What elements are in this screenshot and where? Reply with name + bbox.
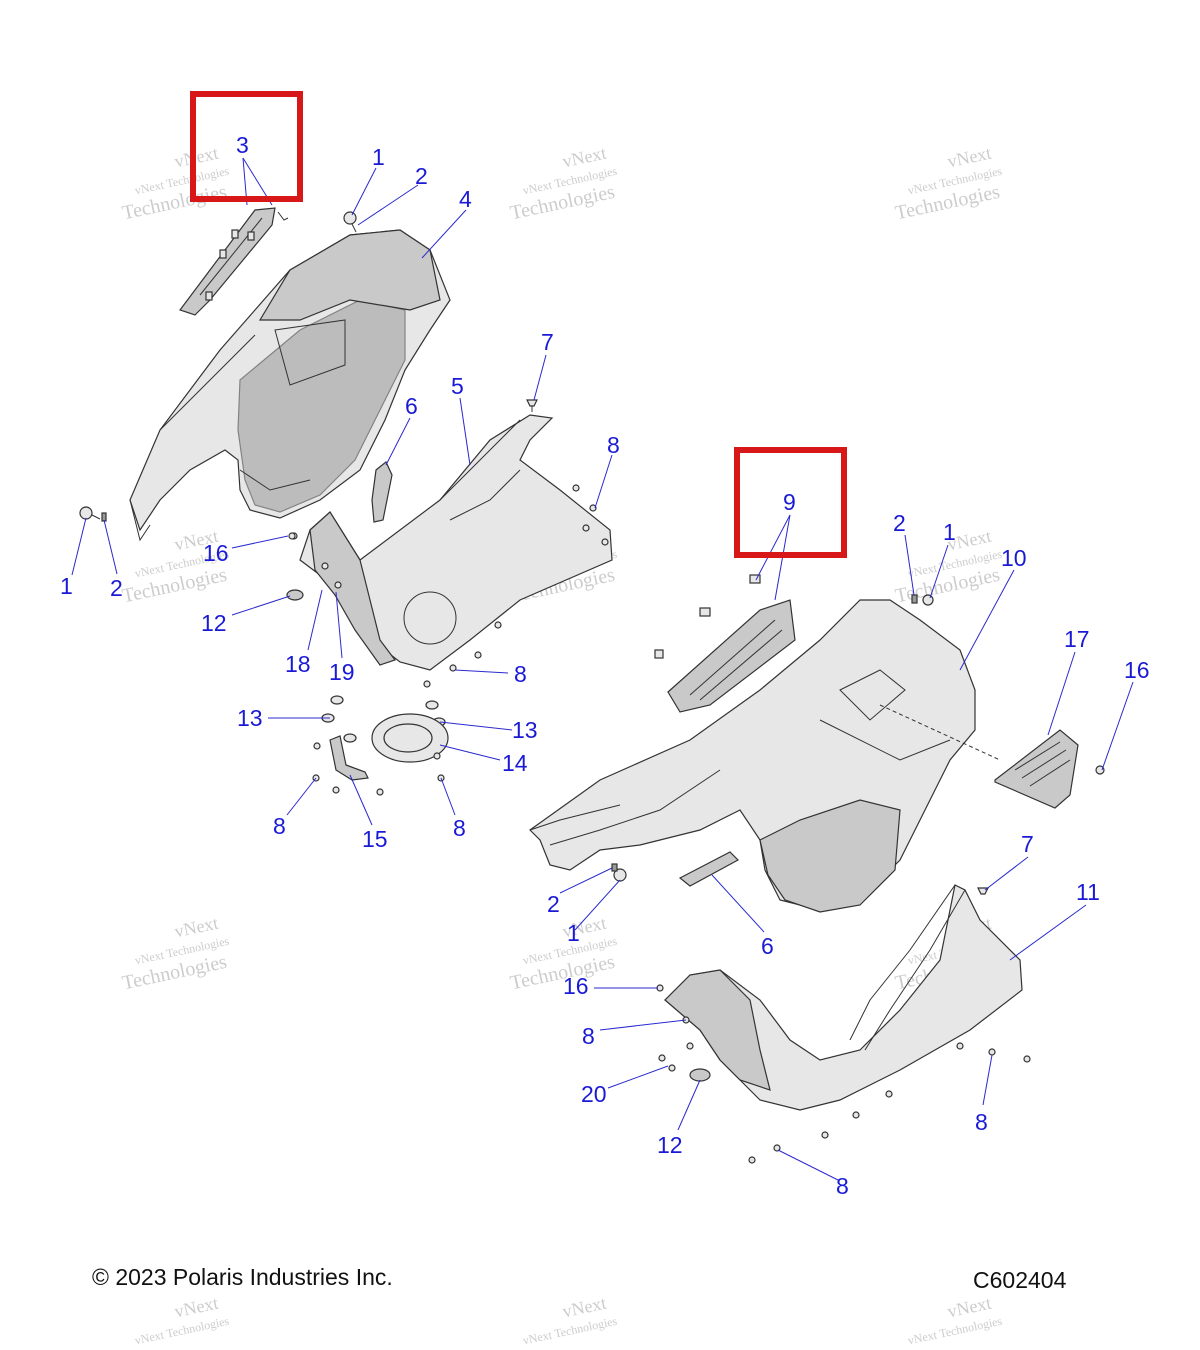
part-5-floor-panel[interactable] xyxy=(299,414,613,671)
right-assembly xyxy=(288,532,1105,1164)
callout[interactable]: 15 xyxy=(362,826,388,852)
part-6-strap[interactable] xyxy=(371,461,393,523)
callout[interactable]: 16 xyxy=(563,973,589,999)
part-15-bracket[interactable] xyxy=(329,735,369,781)
callout[interactable]: 5 xyxy=(451,373,464,399)
callout[interactable]: 2 xyxy=(893,510,906,536)
watermark: vNext vNext Technologies Technologies xyxy=(508,913,618,995)
callout[interactable]: 1 xyxy=(372,144,385,170)
part-4-hood-left[interactable] xyxy=(129,229,451,542)
highlight-box-part-9 xyxy=(734,447,847,558)
watermark: vNext vNext Technologies Technologies xyxy=(120,143,230,225)
callout[interactable]: 6 xyxy=(405,393,418,419)
callout[interactable]: 14 xyxy=(502,750,528,776)
callout[interactable]: 20 xyxy=(581,1081,607,1107)
watermark: vNext vNext Technologies Technologies xyxy=(120,913,230,995)
part-17-vent-panel[interactable] xyxy=(879,704,1079,809)
part-16-fastener[interactable] xyxy=(1095,765,1105,775)
callout[interactable]: 4 xyxy=(459,186,472,212)
callout[interactable]: 8 xyxy=(836,1173,849,1199)
callout[interactable]: 11 xyxy=(1076,879,1100,905)
watermark: vNext vNext Technologies Technologies xyxy=(508,143,618,225)
part-1-fastener[interactable] xyxy=(79,506,101,520)
callout[interactable]: 13 xyxy=(512,717,538,743)
callout[interactable]: 7 xyxy=(541,329,554,355)
callout[interactable]: 17 xyxy=(1064,626,1090,652)
callout[interactable]: 8 xyxy=(582,1023,595,1049)
watermark: vNext vNext Technologies xyxy=(906,1293,1003,1348)
part-1-fastener[interactable] xyxy=(613,868,627,882)
highlight-box-part-3 xyxy=(190,91,303,202)
callout[interactable]: 16 xyxy=(1124,657,1150,683)
callout[interactable]: 13 xyxy=(237,705,263,731)
watermark: vNext vNext Technologies Technologies xyxy=(893,143,1003,225)
part-14-ring[interactable] xyxy=(371,713,449,763)
callout[interactable]: 8 xyxy=(273,813,286,839)
part-6-strap[interactable] xyxy=(678,851,739,887)
callout[interactable]: 1 xyxy=(943,519,956,545)
callout[interactable]: 8 xyxy=(607,432,620,458)
callout[interactable]: 2 xyxy=(110,575,123,601)
callout[interactable]: 19 xyxy=(329,659,355,685)
callout[interactable]: 12 xyxy=(201,610,227,636)
part-2-clip[interactable] xyxy=(611,863,618,872)
part-12-plug[interactable] xyxy=(689,1068,711,1082)
part-16-fastener[interactable] xyxy=(288,532,296,540)
part-1-fastener[interactable] xyxy=(922,594,934,606)
part-11-lower-pan[interactable] xyxy=(664,884,1023,1111)
callout[interactable]: 12 xyxy=(657,1132,683,1158)
callout[interactable]: 3 xyxy=(236,132,249,158)
callout[interactable]: 18 xyxy=(285,651,311,677)
callouts: 3 1 2 4 7 6 5 8 16 1 2 12 18 19 8 13 13 … xyxy=(60,132,1150,1199)
callout[interactable]: 8 xyxy=(453,815,466,841)
part-10-hood-right[interactable] xyxy=(529,599,976,913)
callout[interactable]: 9 xyxy=(783,489,796,515)
callout[interactable]: 7 xyxy=(1021,831,1034,857)
callout[interactable]: 16 xyxy=(203,540,229,566)
part-2-clip[interactable] xyxy=(101,512,107,522)
callout[interactable]: 1 xyxy=(60,573,73,599)
small-fasteners xyxy=(656,984,1031,1164)
callout[interactable]: 1 xyxy=(567,920,580,946)
callout[interactable]: 8 xyxy=(514,661,527,687)
part-12-plug[interactable] xyxy=(286,589,304,601)
watermark: vNext vNext Technologies xyxy=(521,1293,618,1348)
part-2-clip[interactable] xyxy=(911,594,918,604)
part-1-fastener[interactable] xyxy=(343,211,357,233)
callout[interactable]: 2 xyxy=(547,891,560,917)
part-7-fastener[interactable] xyxy=(526,399,538,412)
callout[interactable]: 8 xyxy=(975,1109,988,1135)
callout[interactable]: 6 xyxy=(761,933,774,959)
callout[interactable]: 10 xyxy=(1001,545,1027,571)
copyright-text: © 2023 Polaris Industries Inc. xyxy=(92,1264,393,1290)
diagram-code: C602404 xyxy=(973,1267,1067,1293)
watermark: vNext vNext Technologies xyxy=(133,1293,230,1348)
part-3-vent[interactable] xyxy=(179,207,289,316)
left-assembly xyxy=(79,207,613,796)
callout[interactable]: 2 xyxy=(415,163,428,189)
part-9-vent[interactable] xyxy=(654,574,796,713)
leader-lines xyxy=(71,157,1134,1181)
